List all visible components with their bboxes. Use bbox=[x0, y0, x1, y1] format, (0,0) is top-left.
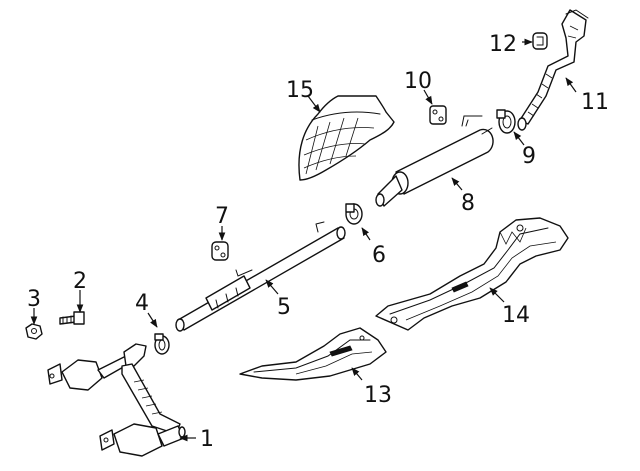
isolator-part-12 bbox=[532, 32, 548, 50]
hanger-insulator-part-7 bbox=[211, 241, 229, 261]
callout-leaders bbox=[30, 38, 577, 442]
callout-numbers: 1 2 3 4 5 6 7 8 9 10 11 12 13 14 15 bbox=[27, 32, 609, 452]
callout-5: 5 bbox=[277, 295, 291, 320]
callout-4: 4 bbox=[135, 291, 149, 316]
leader-6 bbox=[361, 227, 371, 241]
callout-10: 10 bbox=[404, 69, 432, 94]
tailpipe bbox=[517, 9, 589, 131]
callout-2: 2 bbox=[73, 269, 87, 294]
callout-7: 7 bbox=[215, 204, 229, 229]
leader-11 bbox=[565, 77, 577, 93]
callout-1: 1 bbox=[200, 427, 214, 452]
heat-shield-lower bbox=[239, 327, 387, 381]
callout-9: 9 bbox=[522, 144, 536, 169]
catalytic-converter-assembly bbox=[47, 343, 186, 457]
leader-14 bbox=[489, 287, 505, 303]
callout-3: 3 bbox=[27, 287, 41, 312]
leader-9 bbox=[513, 131, 525, 146]
callout-15: 15 bbox=[286, 78, 314, 103]
callout-11: 11 bbox=[581, 90, 609, 115]
leader-5 bbox=[265, 279, 279, 295]
callout-6: 6 bbox=[372, 243, 386, 268]
clamp-part-6 bbox=[345, 203, 363, 225]
leader-10 bbox=[423, 89, 433, 105]
callout-8: 8 bbox=[461, 191, 475, 216]
leader-4 bbox=[147, 312, 158, 328]
muffler bbox=[375, 115, 494, 207]
leader-13 bbox=[351, 367, 363, 381]
bolt-part-2 bbox=[59, 311, 85, 325]
leader-15 bbox=[307, 95, 321, 113]
callout-13: 13 bbox=[364, 383, 392, 408]
callout-12: 12 bbox=[489, 32, 517, 57]
callout-14: 14 bbox=[502, 303, 530, 328]
heat-shield-upper bbox=[298, 95, 395, 181]
clamp-part-9 bbox=[496, 109, 516, 134]
heat-shield-long bbox=[375, 217, 569, 331]
hanger-insulator-part-10 bbox=[429, 105, 447, 125]
leader-8 bbox=[451, 177, 463, 191]
intermediate-pipe bbox=[175, 221, 346, 332]
nut-part-3 bbox=[25, 323, 43, 340]
clamp-part-4 bbox=[154, 333, 170, 355]
